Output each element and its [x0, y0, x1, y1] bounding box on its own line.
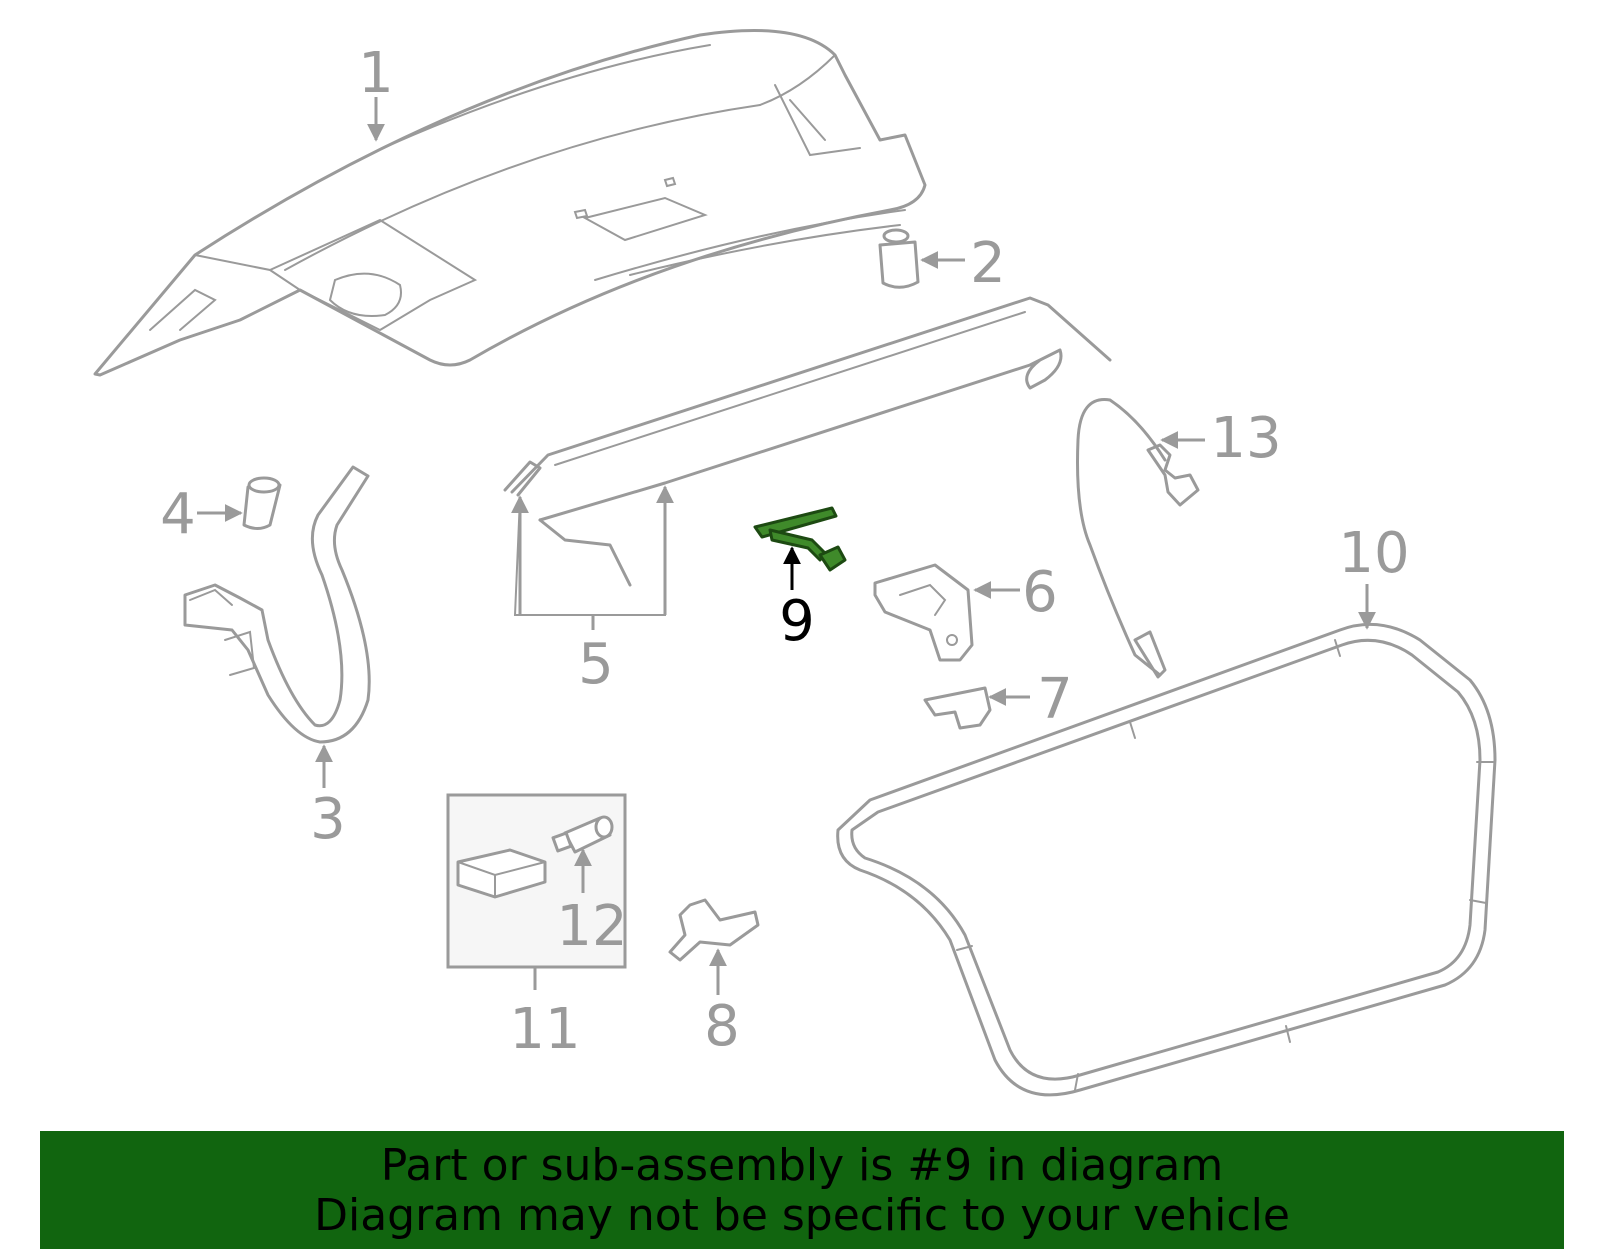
callout-12: 12: [556, 894, 627, 959]
info-banner: Part or sub-assembly is #9 in diagram Di…: [40, 1131, 1564, 1249]
banner-line-2: Diagram may not be specific to your vehi…: [314, 1190, 1290, 1241]
callout-7: 7: [1037, 667, 1073, 732]
bracket-part-8: [668, 898, 760, 962]
banner-line-1: Part or sub-assembly is #9 in diagram: [380, 1140, 1224, 1191]
callout-8: 8: [704, 994, 740, 1059]
striker-part-7: [923, 686, 992, 730]
bumper-part-2: [878, 228, 920, 289]
bumper-part-4: [242, 476, 282, 530]
callout-3: 3: [310, 787, 346, 852]
torsion-bar-part-5: [503, 296, 1112, 616]
latch-part-6: [873, 563, 974, 662]
callout-10: 10: [1338, 521, 1409, 586]
callout-5: 5: [578, 632, 614, 697]
leader-lines: [197, 97, 1376, 995]
callout-9-highlighted: 9: [779, 589, 815, 654]
callout-2: 2: [970, 231, 1006, 296]
hinge-part-3: [183, 465, 371, 744]
callout-labels: 1 2 3 4 5 6 7 8 9 10 11 12 13: [160, 41, 1409, 1062]
callout-11: 11: [509, 997, 580, 1062]
weatherstrip-part-10: [836, 622, 1497, 1097]
trunk-lid-part-1: [93, 29, 927, 377]
release-cable-part-13: [1076, 398, 1200, 679]
callout-13: 13: [1210, 406, 1281, 471]
callout-4: 4: [160, 482, 196, 547]
callout-6: 6: [1022, 560, 1058, 625]
callout-1: 1: [358, 41, 394, 106]
bumper-part-12: [551, 815, 614, 854]
bracket-part-9-highlighted: [753, 506, 847, 572]
